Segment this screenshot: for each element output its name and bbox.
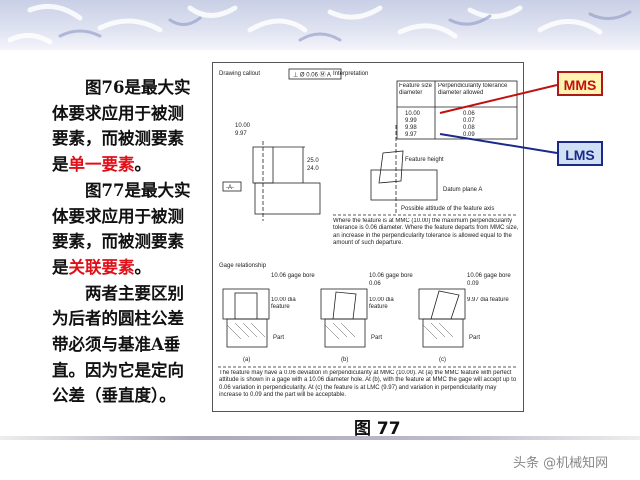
gage-bore-label: 10.06 gage bore [271,273,315,279]
highlight-term: 关联要素 [68,257,135,277]
sub-label-a: (a) [243,357,250,363]
watermark: 头条 @机械知网 [513,456,609,471]
table-header: Perpendicularity tolerance diameter allo… [438,83,508,97]
text-line: 是关联要素。 [52,255,202,281]
text-line: 体要求应用于被测 [52,206,184,226]
mms-callout: MMS [557,71,603,96]
text-line: 为后者的圆柱公差 [52,309,184,329]
text-line: 直。因为它是定向 [52,360,184,380]
dia-lower: 9.97 [235,131,247,137]
feature-control-frame [288,68,342,80]
gage-c [418,288,466,348]
highlight-term: 单一要素 [68,155,135,175]
decorative-banner [0,0,640,50]
feature-height-label: Feature height [405,157,444,163]
interpretation-label: Interpretation [333,71,368,77]
text-fragment: 是 [52,155,69,175]
sub-label-c: (c) [439,357,446,363]
explanation-text: 图76是最大实 体要求应用于被测 要素，而被测要素 是单一要素。 图77是最大实… [52,75,202,409]
table-cell: 9.97 [405,132,417,138]
part-label: Part [371,335,382,341]
table-cell: 9.98 [405,125,417,131]
table-cell: 0.09 [463,132,475,138]
table-cell: 0.08 [463,125,475,131]
fcf-text: ⊥ Ø 0.06 Ⓜ A [293,71,331,79]
gage-bore-label: 10.06 gage bore [467,273,511,279]
table-cell: 0.07 [463,118,475,124]
feature-label-c: 9.97 dia feature [467,297,509,303]
figure-caption: 图 77 [354,419,401,439]
height-upper: 25.0 [307,158,319,164]
engineering-drawing: Drawing callout Interpretation ⊥ Ø 0.06 … [218,68,519,399]
table-cell: 10.00 [405,111,421,117]
height-lower: 24.0 [307,166,319,172]
feature-label-a: 10.00 dia feature [271,297,296,311]
dia-upper: 10.00 [235,123,251,129]
text-fragment: 。 [134,257,152,277]
text-fragment: 。 [134,155,152,175]
datum-plane-label: Datum plane A [443,187,482,193]
datum-label: -A- [226,185,234,191]
note-mmc: Where the feature is at MMC (10.00) the … [333,218,519,247]
gage-relationship-label: Gage relationship [219,263,267,269]
gage-b [320,288,368,348]
sub-label-b: (b) [341,357,348,363]
base-outline [254,182,321,215]
divider [0,436,640,440]
part-label: Part [469,335,480,341]
gage-bore-label: 10.06 gage bore [369,273,413,279]
swirl-decoration [7,3,632,45]
table-cell: 0.06 [463,111,475,117]
text-line: 图77是最大实 [85,180,191,200]
text-line: 带必须与基准A垂 [52,335,181,355]
possible-attitude-label: Possible attitude of the feature axis [401,206,494,212]
text-line: 要素，而被测要素 [52,232,184,252]
feature-label-b: 10.00 dia feature [369,297,394,311]
deviation-b: 0.06 [369,281,381,287]
text-line: 两者主要区别 [85,283,184,303]
lms-callout: LMS [557,141,603,166]
figure-77-drawing: Drawing callout Interpretation ⊥ Ø 0.06 … [212,62,524,412]
deviation-c: 0.09 [467,281,479,287]
text-line: 图76是最大实 [85,78,191,97]
text-line: 要素，而被测要素 [52,129,184,149]
note-gage: The feature may have a 0.06 deviation in… [219,370,517,399]
drawing-callout-label: Drawing callout [219,71,260,77]
text-fragment: 是 [52,257,69,277]
table-header: Feature size diameter [399,83,433,97]
part-label: Part [273,335,284,341]
text-line: 体要求应用于被测 [52,103,184,123]
table-cell: 9.99 [405,118,417,124]
text-line: 是单一要素。 [52,152,202,178]
text-line: 公差（垂直度）。 [52,386,176,406]
gage-a [222,288,270,348]
